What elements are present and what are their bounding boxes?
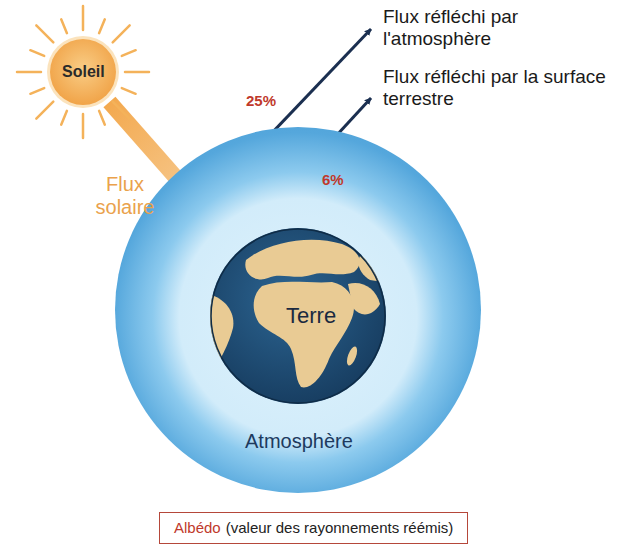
label-holder: Flux réfléchi par l'atmosphère [383, 6, 628, 51]
albedo-value: 6% [322, 171, 356, 189]
albedo-value: 25% [246, 92, 290, 110]
legend-box: Albédo (valeur des rayonnements réémis) [159, 512, 468, 544]
node-label: Terre [286, 303, 336, 329]
label-holder: Flux solaire [85, 173, 165, 219]
sun-circle: Soleil [13, 2, 153, 142]
label-holder: 25% [246, 92, 290, 110]
node-label: Atmosphère [245, 430, 353, 453]
label-holder: 6% [322, 171, 356, 189]
edge-label: Flux solaire [85, 173, 165, 219]
flux-label: Flux réfléchi par la surface terrestre [383, 66, 628, 111]
atmosphere-circle: Atmosphère Terre [115, 127, 481, 493]
earth-circle: Terre [210, 228, 386, 404]
legend-text: (valeur des rayonnements réémis) [226, 519, 454, 536]
text-holder: Terre [286, 303, 336, 329]
text-holder: Atmosphère [245, 430, 353, 453]
legend-keyword: Albédo [174, 519, 221, 536]
label-holder: Flux réfléchi par la surface terrestre [383, 66, 628, 111]
flux-label: Flux réfléchi par l'atmosphère [383, 6, 628, 51]
text-holder: Soleil [62, 63, 105, 81]
node-label: Soleil [62, 63, 105, 81]
